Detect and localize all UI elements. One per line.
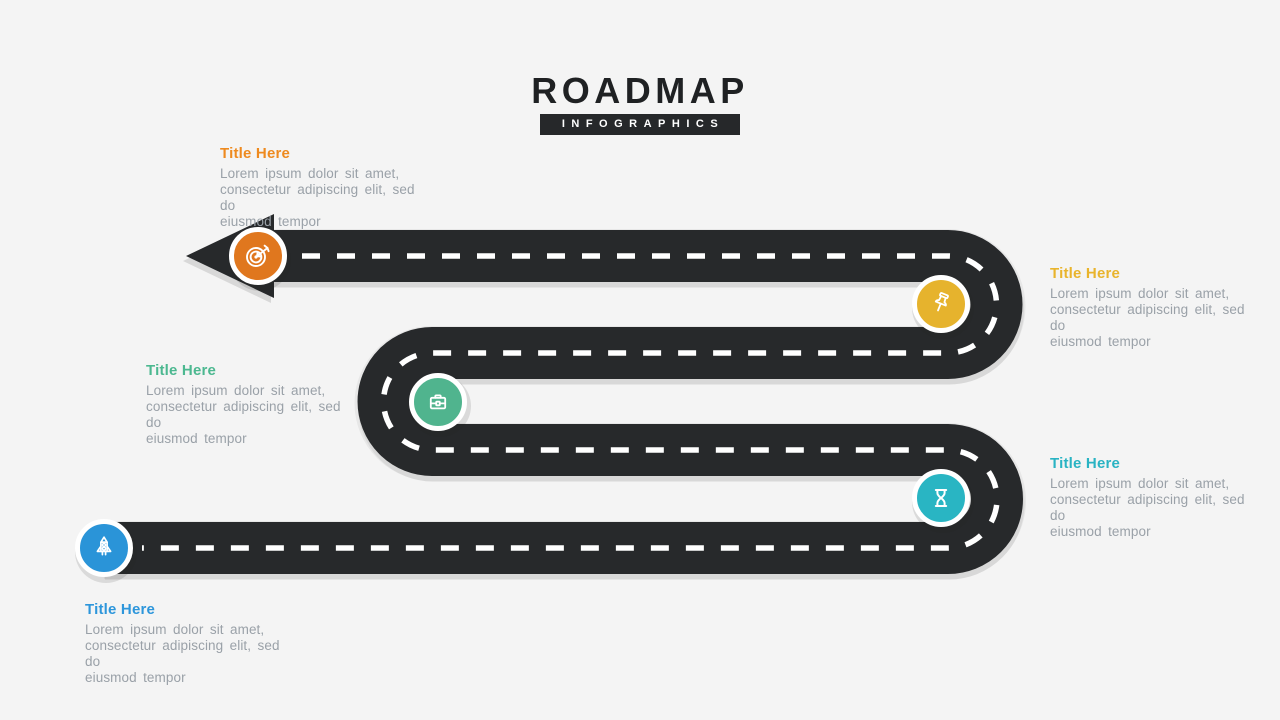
- target-icon: [246, 244, 270, 267]
- page-subtitle: INFOGRAPHICS: [540, 114, 740, 135]
- milestone-description: Lorem ipsum dolor sit amet, consectetur …: [1050, 286, 1245, 349]
- milestone-text-5: Title Here Lorem ipsum dolor sit amet, c…: [85, 601, 293, 686]
- milestone-description: Lorem ipsum dolor sit amet, consectetur …: [85, 622, 280, 685]
- milestone-title: Title Here: [1050, 455, 1121, 472]
- header: ROADMAP INFOGRAPHICS: [0, 72, 1280, 135]
- milestone-description: Lorem ipsum dolor sit amet, consectetur …: [220, 166, 415, 229]
- milestone-title: Title Here: [220, 145, 291, 162]
- marker-circle: [75, 519, 133, 577]
- milestone-marker-3: [409, 373, 471, 437]
- milestone-description: Lorem ipsum dolor sit amet, consectetur …: [1050, 476, 1245, 539]
- milestone-title: Title Here: [1050, 265, 1121, 282]
- milestone-text-2: Title Here Lorem ipsum dolor sit amet, c…: [1050, 265, 1258, 350]
- milestone-marker-2: [912, 275, 974, 339]
- milestone-description: Lorem ipsum dolor sit amet, consectetur …: [146, 383, 341, 446]
- page-title: ROADMAP: [531, 70, 749, 111]
- briefcase-icon: [429, 394, 447, 410]
- milestone-marker-5: [75, 519, 137, 583]
- milestone-title: Title Here: [85, 601, 156, 618]
- hourglass-icon: [934, 489, 948, 507]
- milestone-text-1: Title Here Lorem ipsum dolor sit amet, c…: [220, 145, 428, 230]
- milestone-title: Title Here: [146, 362, 217, 379]
- milestone-text-3: Title Here Lorem ipsum dolor sit amet, c…: [146, 362, 354, 447]
- road-surface: [104, 230, 1023, 574]
- milestone-marker-4: [912, 469, 974, 533]
- milestone-text-4: Title Here Lorem ipsum dolor sit amet, c…: [1050, 455, 1258, 540]
- rocket-icon: [96, 536, 112, 556]
- pushpin-icon: [934, 292, 949, 312]
- milestone-marker-1: [229, 227, 291, 291]
